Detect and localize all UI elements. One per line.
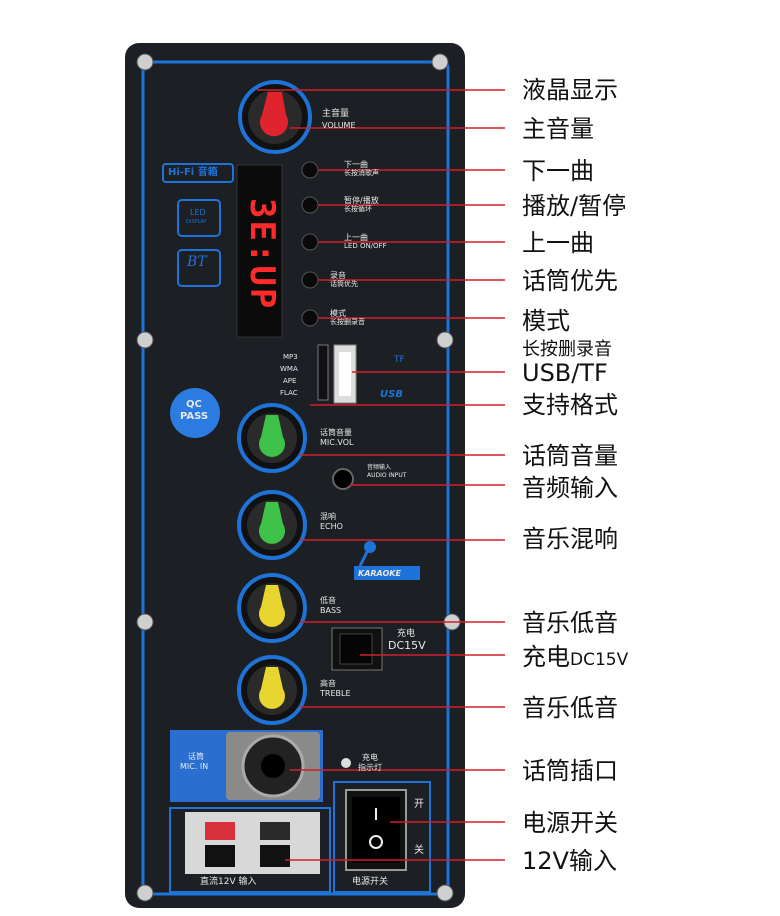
callout-power-switch: 电源开关 — [522, 809, 618, 837]
charge-indicator-led — [341, 758, 351, 768]
power-switch-label: 电源开关 — [352, 877, 389, 887]
qc-label: QC — [186, 399, 202, 410]
treble-cn: 高音 — [320, 679, 336, 688]
audio-input-jack[interactable] — [332, 468, 354, 490]
audio-cn: 音频输入 — [367, 464, 392, 471]
tf-label: TF — [394, 355, 405, 365]
rec-sub: 话筒优先 — [330, 280, 358, 288]
micvol-cn: 话筒音量 — [320, 428, 352, 437]
bass-en: BASS — [320, 606, 342, 615]
hifi-label: Hi-Fi 音箱 — [168, 167, 218, 178]
karaoke-mic-icon — [358, 541, 376, 567]
led-badge — [177, 199, 221, 237]
mic-jack[interactable] — [261, 754, 285, 778]
input-12v-area — [169, 807, 331, 893]
callout-play-pause: 播放/暂停 — [522, 192, 627, 220]
mode-sub-label: 长按删录音 — [330, 318, 365, 326]
format-flac: FLAC — [280, 389, 298, 397]
treble-knob[interactable] — [237, 655, 307, 725]
karaoke-label: KARAOKE — [358, 569, 401, 578]
usb-logo: USB — [380, 389, 403, 400]
callout-mic-volume: 话筒音量 — [522, 442, 618, 470]
panel-border — [141, 60, 450, 896]
echo-cn: 混响 — [320, 512, 336, 521]
callout-prev: 上一曲 — [522, 229, 594, 257]
charge-voltage: DC15V — [388, 639, 426, 652]
callout-formats: 支持格式 — [522, 391, 618, 419]
qc-pass-badge — [170, 388, 220, 438]
led-badge-sub: DISPLAY — [186, 219, 207, 225]
callout-charge: 充电DC15V — [522, 643, 629, 671]
callout-treble: 音乐低音 — [522, 694, 618, 722]
play-cn: 暂停/播放 — [344, 196, 379, 205]
power-switch-area — [333, 781, 431, 893]
karaoke-badge — [354, 566, 420, 580]
callout-volume: 主音量 — [522, 115, 594, 143]
hifi-badge — [162, 163, 234, 183]
volume-cn-label: 主音量 — [322, 109, 350, 119]
tf-slot[interactable] — [317, 344, 329, 401]
micvol-en: MIC.VOL — [320, 438, 354, 447]
callout-lines — [257, 89, 505, 861]
format-mp3: MP3 — [283, 353, 298, 361]
volume-en-label: VOLUME — [322, 121, 356, 130]
screw-icons — [136, 53, 461, 902]
charge-indicator-sub: 指示灯 — [358, 763, 382, 772]
callout-mode: 模式 — [522, 307, 570, 335]
mode-cn: 模式 — [330, 309, 346, 318]
bt-badge-label: BT — [187, 254, 207, 270]
rec-cn: 录音 — [330, 271, 346, 280]
callout-next: 下一曲 — [522, 157, 594, 185]
control-buttons[interactable] — [301, 161, 319, 327]
next-sub: 长按消歌声 — [344, 169, 379, 177]
format-wma: WMA — [280, 365, 298, 373]
switch-on-label: 开 — [414, 799, 424, 810]
callout-lcd: 液晶显示 — [522, 76, 618, 104]
volume-knob[interactable] — [238, 80, 312, 154]
callout-mic-priority: 话筒优先 — [522, 267, 618, 295]
treble-en: TREBLE — [320, 689, 351, 698]
next-cn: 下一曲 — [344, 160, 368, 169]
callout-audio-input: 音频输入 — [522, 474, 618, 502]
callout-mode-sub: 长按删录音 — [522, 339, 612, 360]
lcd-display — [236, 164, 283, 338]
lcd-text: 3E:UP — [242, 198, 282, 311]
mic-en: MIC. IN — [180, 762, 209, 771]
callout-mic-jack: 话筒插口 — [522, 757, 618, 785]
input-12v-label: 直流12V 输入 — [200, 877, 257, 887]
echo-en: ECHO — [320, 522, 343, 531]
charge-cn: 充电 — [397, 629, 416, 639]
led-badge-label: LED — [190, 208, 206, 217]
format-ape: APE — [283, 377, 297, 385]
bt-badge — [177, 249, 221, 287]
echo-knob[interactable] — [237, 490, 307, 560]
pass-label: PASS — [180, 411, 209, 422]
callout-bass: 音乐低音 — [522, 609, 618, 637]
switch-off-label: 关 — [414, 845, 424, 856]
bass-cn: 低音 — [320, 596, 336, 605]
callout-usb-tf: USB/TF — [522, 359, 608, 387]
bass-knob[interactable] — [237, 573, 307, 643]
audio-en: AUDIO INPUT — [367, 472, 407, 479]
callout-12v-input: 12V输入 — [522, 847, 617, 875]
mic-volume-knob[interactable] — [237, 403, 307, 473]
prev-sub: LED ON/OFF — [344, 242, 387, 250]
prev-cn: 上一曲 — [344, 233, 368, 242]
mic-cn: 话筒 — [188, 752, 204, 761]
charge-indicator-cn: 充电 — [362, 753, 378, 762]
callout-echo: 音乐混响 — [522, 525, 618, 553]
play-sub: 长按循环 — [344, 205, 372, 213]
